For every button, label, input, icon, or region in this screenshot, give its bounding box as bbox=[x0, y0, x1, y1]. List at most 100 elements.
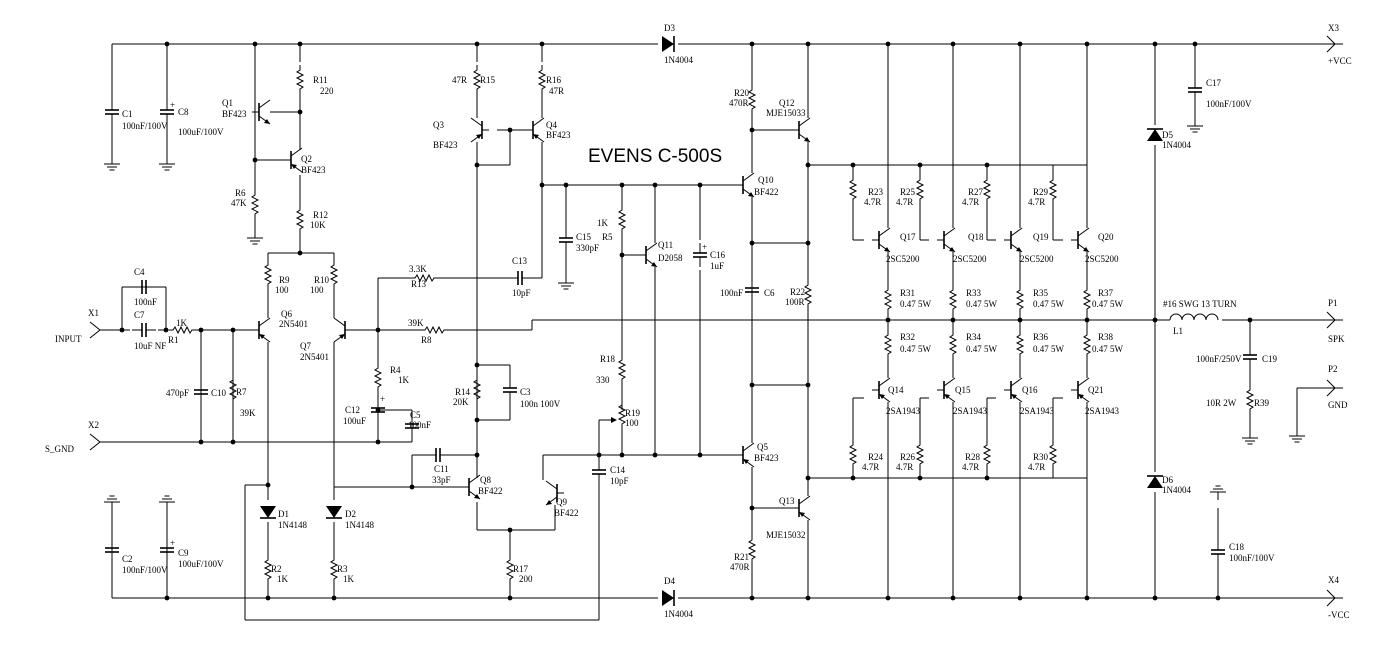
port-vcc-neg-label: -VCC bbox=[1328, 610, 1350, 620]
label-r15: R15 bbox=[480, 75, 496, 85]
port-input-label: INPUT bbox=[55, 334, 82, 344]
label-r13: R13 bbox=[411, 279, 427, 289]
label-l1-value: #16 SWG 13 TURN bbox=[1163, 299, 1237, 309]
label-r2: R2 bbox=[271, 564, 282, 574]
label-r23-value: 4.7R bbox=[864, 197, 881, 207]
label-r2-value: 1K bbox=[277, 574, 289, 584]
cap-c13 bbox=[507, 270, 533, 286]
res-r27 bbox=[983, 174, 991, 206]
label-q20: Q20 bbox=[1098, 232, 1114, 242]
res-r39 bbox=[1241, 384, 1259, 445]
diode-d6 bbox=[1146, 475, 1164, 489]
label-c2-value: 100nF/100V bbox=[122, 565, 168, 575]
label-q10-value: BF422 bbox=[754, 187, 779, 197]
label-r20: R20 bbox=[734, 88, 750, 98]
label-r3-value: 1K bbox=[343, 574, 355, 584]
label-d5-value: 1N4004 bbox=[1162, 140, 1191, 150]
label-c9-value: 100uF/100V bbox=[178, 559, 224, 569]
label-r5-value: 1K bbox=[597, 218, 609, 228]
label-q11-value: D2058 bbox=[658, 253, 683, 263]
port-x1[interactable] bbox=[89, 321, 101, 339]
label-r9: R9 bbox=[279, 275, 290, 285]
res-r34 bbox=[949, 329, 957, 361]
label-c14-value: 10pF bbox=[610, 476, 629, 486]
label-r21: R21 bbox=[734, 552, 749, 562]
label-r11-value: 220 bbox=[320, 86, 334, 96]
label-c16: C16 bbox=[710, 250, 726, 260]
port-p1[interactable] bbox=[1326, 311, 1343, 329]
label-c12: C12 bbox=[345, 405, 360, 415]
inductor-l1 bbox=[1169, 312, 1222, 322]
label-l1: L1 bbox=[1173, 326, 1183, 336]
label-c10-value: 470pF bbox=[166, 388, 189, 398]
label-c18-value: 100nF/100V bbox=[1229, 553, 1275, 563]
label-q7: Q7 bbox=[300, 341, 311, 351]
label-q11: Q11 bbox=[658, 240, 673, 250]
res-r28 bbox=[983, 439, 991, 471]
label-c1: C1 bbox=[122, 109, 133, 119]
label-r19: R19 bbox=[625, 408, 641, 418]
label-q6-value: 2N5401 bbox=[279, 319, 308, 329]
label-q8-value: BF422 bbox=[478, 486, 503, 496]
label-c11: C11 bbox=[434, 464, 449, 474]
port-x4[interactable] bbox=[1326, 589, 1343, 607]
cap-c8 bbox=[158, 99, 176, 171]
cap-c9 bbox=[158, 495, 176, 563]
polarity-c9: + bbox=[170, 538, 175, 548]
label-r17-value: 200 bbox=[519, 574, 533, 584]
label-r38-value: 0.47 5W bbox=[1092, 344, 1124, 354]
label-r23: R23 bbox=[868, 187, 884, 197]
label-q3: Q3 bbox=[433, 120, 444, 130]
label-q1-value: BF423 bbox=[222, 109, 247, 119]
label-r32: R32 bbox=[900, 332, 915, 342]
label-r39-value: 10R 2W bbox=[1206, 398, 1237, 408]
transistor-q10 bbox=[735, 172, 755, 198]
gnd-p2 bbox=[1288, 427, 1306, 443]
diode-d4 bbox=[658, 589, 678, 607]
label-r10-value: 100 bbox=[310, 285, 324, 295]
label-c16-value: 1uF bbox=[710, 261, 724, 271]
label-q21: Q21 bbox=[1088, 385, 1104, 395]
label-c4-value: 100nF bbox=[134, 297, 157, 307]
label-r7: R7 bbox=[236, 387, 247, 397]
label-c8: C8 bbox=[178, 107, 189, 117]
transistor-q3 bbox=[470, 117, 490, 143]
port-p1-label: P1 bbox=[1328, 298, 1338, 308]
label-q5: Q5 bbox=[757, 442, 768, 452]
diode-d2 bbox=[325, 505, 343, 519]
polarity-c8: + bbox=[170, 100, 175, 110]
label-r36-value: 0.47 5W bbox=[1033, 344, 1065, 354]
label-r4-value: 1K bbox=[398, 375, 410, 385]
label-q18: Q18 bbox=[968, 232, 984, 242]
port-x2[interactable] bbox=[89, 433, 101, 451]
label-r39: R39 bbox=[1254, 398, 1270, 408]
label-c12-value: 100uF bbox=[343, 416, 366, 426]
res-r14 bbox=[473, 374, 481, 406]
label-d6-value: 1N4004 bbox=[1162, 485, 1191, 495]
label-r14: R14 bbox=[455, 387, 471, 397]
transistor-q12 bbox=[791, 117, 811, 143]
label-q12: Q12 bbox=[779, 98, 795, 108]
transistor-q21 bbox=[1070, 377, 1090, 403]
transistor-q17 bbox=[871, 227, 891, 253]
port-p2[interactable] bbox=[1326, 379, 1343, 397]
polarity-c16: + bbox=[702, 242, 707, 252]
diode-d1 bbox=[259, 505, 277, 519]
label-r31-value: 0.47 5W bbox=[900, 299, 932, 309]
label-r10: R10 bbox=[314, 275, 330, 285]
port-x3[interactable] bbox=[1326, 35, 1343, 53]
label-r31: R31 bbox=[900, 288, 915, 298]
res-r29 bbox=[1049, 174, 1057, 206]
label-d2: D2 bbox=[345, 509, 356, 519]
res-r11 bbox=[296, 64, 304, 96]
res-r25 bbox=[916, 174, 924, 206]
label-r33-value: 0.47 5W bbox=[966, 299, 998, 309]
label-r3: R3 bbox=[337, 564, 348, 574]
transistor-q19 bbox=[1003, 227, 1023, 253]
cap-c1 bbox=[103, 99, 121, 171]
port-x4-label: X4 bbox=[1328, 575, 1339, 585]
label-r32-value: 0.47 5W bbox=[900, 344, 932, 354]
port-gnd-label: GND bbox=[1328, 400, 1348, 410]
label-r16: R16 bbox=[546, 75, 562, 85]
label-r25: R25 bbox=[900, 187, 916, 197]
